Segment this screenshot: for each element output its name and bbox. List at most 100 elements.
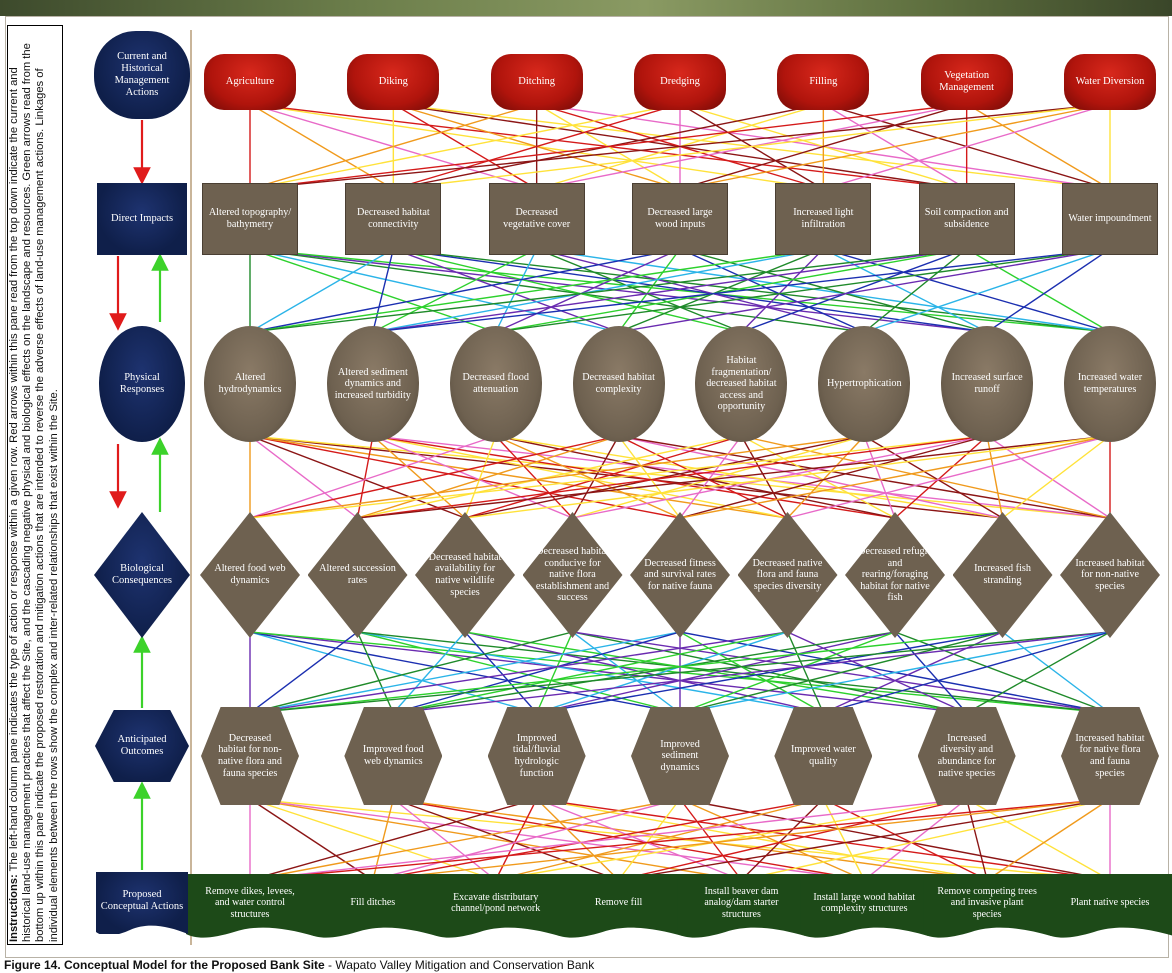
node-label: Remove fill [594,897,643,909]
linkage-line [356,435,374,519]
linkage-line [679,631,1003,714]
node-label: Habitat fragmentation/ decreased habitat… [706,355,777,413]
linkage-line [618,798,1111,881]
caption-subtitle: - Wapato Valley Mitigation and Conservat… [324,958,595,972]
linkage-line [536,631,788,714]
linkage-line [372,248,967,333]
linkage-line [357,435,742,519]
linkage-lines [249,103,1111,881]
linkage-line [787,435,1111,519]
node-label: Decreased habitat complexity [582,372,655,395]
row-label-direct-impacts: Direct Impacts [97,183,187,255]
node-ditching: Ditching [490,54,583,110]
linkage-line [393,631,788,714]
node-label: Decreased refugia and rearing/foraging h… [858,546,932,604]
linkage-line [536,798,620,881]
linkage-line [495,798,967,881]
linkage-line [740,435,789,519]
linkage-line [249,631,1003,714]
linkage-line [741,798,1111,881]
linkage-line [393,248,619,333]
node-label: Dredging [660,76,700,87]
linkage-line [249,631,358,714]
linkage-line [966,631,1111,714]
linkage-line [618,435,1111,519]
linkage-line [372,435,788,519]
node-label: Water Diversion [1075,76,1145,87]
node-label: Vegetation Management [939,70,995,93]
linkage-line [894,631,968,714]
node-label: Decreased flood attenuation [462,372,529,395]
left-arrows [109,120,169,870]
node-label: Install large wood habitat complexity st… [813,891,916,914]
linkage-line [249,435,619,519]
linkage-line [249,435,496,519]
node-label: Decreased native flora and fauna species… [752,557,823,592]
linkage-line [495,435,1003,519]
linkage-line [249,798,374,881]
linkage-line [249,103,1111,190]
linkage-line [249,248,865,333]
linkage-line [1002,435,1111,519]
linkage-line [393,631,896,714]
linkage-line [618,435,681,519]
linkage-line [740,798,824,881]
linkage-line [986,798,1111,881]
linkage-line [823,248,988,333]
node-label: Increased habitat for native flora and f… [1075,732,1145,779]
node-label: Install beaver dam analog/dam starter st… [704,885,779,920]
linkage-line [464,435,497,519]
node-altered-topography-bathymetry: Altered topography/ bathymetry [202,183,298,255]
linkage-line [249,631,537,714]
linkage-line [249,248,681,333]
node-vegetation-management: Vegetation Management [920,54,1013,110]
node-label: Plant native species [1070,897,1150,909]
node-label: Decreased habitat for non-native flora a… [218,732,282,779]
linkage-line [393,798,988,881]
linkage-line [249,435,681,519]
node-install-beaver-dam-analog-dam-starter-st: Install beaver dam analog/dam starter st… [677,874,805,938]
linkage-line [894,435,988,519]
linkage-line [741,435,1111,519]
linkage-line [536,248,742,333]
row-label-text: Physical Responses [119,372,165,395]
node-dredging: Dredging [634,54,726,110]
linkage-line [679,103,967,190]
linkage-line [249,798,865,881]
node-decreased-flood-attenuation: Decreased flood attenuation [449,326,542,442]
linkage-line [372,435,1111,519]
linkage-line [495,248,681,333]
linkage-line [679,631,1111,714]
linkage-line [249,248,967,333]
node-remove-dikes-levees-and-water-control-st: Remove dikes, levees, and water control … [186,874,314,938]
linkage-line [894,631,1111,714]
linkage-line [536,248,865,333]
node-label: Increased surface runoff [951,372,1023,395]
node-plant-native-species: Plant native species [1046,874,1172,938]
linkage-line [249,631,681,714]
linkage-line [986,248,1111,333]
linkage-line [249,103,967,190]
linkage-line [372,798,1111,881]
linkage-line [357,435,988,519]
node-improved-tidal-fluvial-hydrologic-functi: Improved tidal/fluvial hydrologic functi… [487,707,586,805]
linkage-line [249,631,967,714]
linkage-line [786,631,824,714]
node-decreased-large-wood-inputs: Decreased large wood inputs [632,183,728,255]
linkage-line [249,103,537,190]
linkage-line [249,248,496,333]
linkage-line [679,103,1111,190]
linkage-line [787,631,967,714]
linkage-line [536,631,896,714]
linkage-line [393,248,1111,333]
node-increased-surface-runoff: Increased surface runoff [941,326,1034,442]
linkage-line [249,798,496,881]
node-label: Altered sediment dynamics and increased … [334,366,411,401]
linkage-line [572,435,988,519]
linkage-line [536,631,1003,714]
node-decreased-vegetative-cover: Decreased vegetative cover [488,183,585,255]
linkage-line [249,435,788,519]
linkage-line [249,248,394,333]
linkage-line [618,435,788,519]
node-altered-sediment-dynamics-and-increased-: Altered sediment dynamics and increased … [326,326,419,442]
